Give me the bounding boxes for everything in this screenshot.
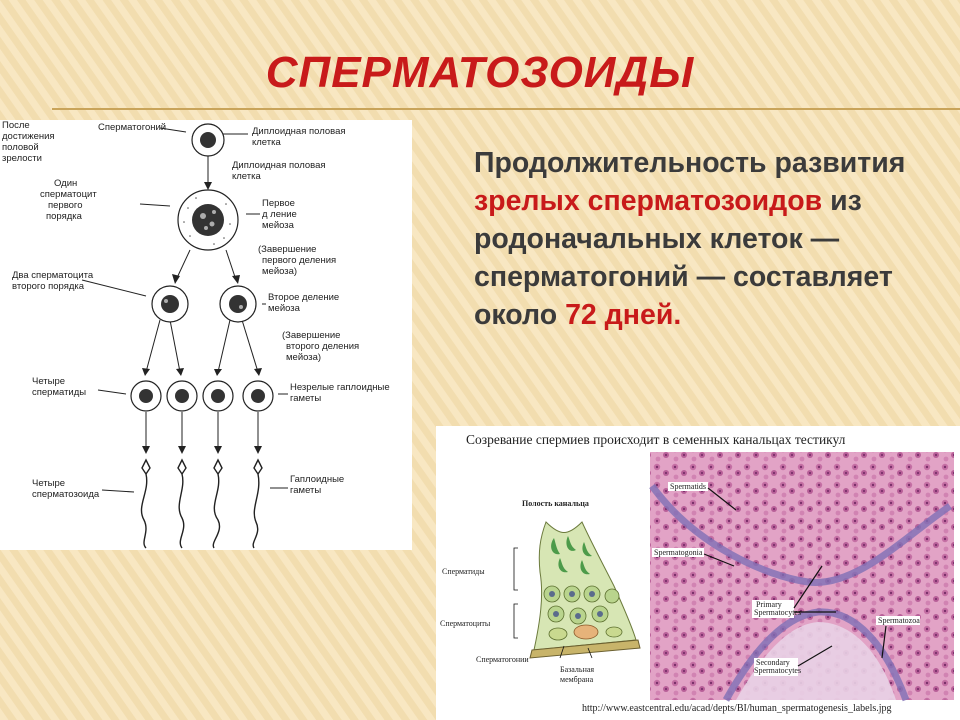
micrograph-labels bbox=[652, 482, 920, 676]
main-paragraph: Продолжительность развития зрелых сперма… bbox=[474, 144, 944, 334]
source-url: http://www.eastcentral.edu/acad/depts/BI… bbox=[582, 703, 892, 714]
spermatids-schematic-label: Сперматиды bbox=[442, 567, 485, 576]
paragraph-part-1: Продолжительность развития bbox=[474, 147, 906, 179]
paragraph-end: . bbox=[673, 299, 682, 331]
lumen-label: Полость канальца bbox=[522, 499, 589, 508]
cytoplasm-dots bbox=[183, 197, 231, 245]
micrograph-primary-label: Primary Spermatocytes bbox=[754, 600, 801, 617]
title-divider bbox=[52, 108, 960, 110]
immature-gametes-label: Незрелые гаплоидные гаметы bbox=[290, 382, 392, 404]
interstitial-space bbox=[736, 622, 896, 700]
spermatogonia-schematic-label: Сперматогонии bbox=[476, 655, 529, 664]
histology-caption: Созревание спермиев происходит в семенны… bbox=[466, 432, 846, 447]
histology-figure: Созревание спермиев происходит в семенны… bbox=[436, 426, 960, 720]
primary-spermatocyte-label: Один сперматоцит первого порядка bbox=[40, 178, 99, 222]
secondary-spermatocyte-label: Два сперматоцита второго порядка bbox=[12, 270, 96, 292]
schematic-leaders bbox=[513, 547, 593, 659]
spermatocytes-schematic-label: Сперматоциты bbox=[440, 619, 491, 628]
first-division-label: Первое д ление мейоза bbox=[262, 198, 300, 231]
spermatogonium-label: Сперматогоний bbox=[98, 122, 166, 133]
tubule-schematic bbox=[529, 521, 641, 659]
paragraph-highlight-1: зрелых сперматозоидов bbox=[474, 185, 823, 217]
paragraph-highlight-2: 72 дней bbox=[565, 299, 674, 331]
diploid-label-2: Диплоидная половая клетка bbox=[232, 160, 328, 182]
spermatozoa-drawings bbox=[140, 458, 263, 549]
side-label: После достижения половой зрелости bbox=[2, 120, 57, 164]
diploid-label-1: Диплоидная половая клетка bbox=[252, 126, 348, 148]
spermatozoa-label: Четыре сперматозоида bbox=[32, 478, 100, 500]
second-division-done-label: (Завершение второго деления мейоза) bbox=[282, 330, 362, 363]
haploid-gametes-label: Гаплоидные гаметы bbox=[290, 474, 347, 496]
first-division-done-label: (Завершение первого деления мейоза) bbox=[258, 244, 339, 277]
nucleus-texture bbox=[164, 210, 243, 309]
slide-title: СПЕРМАТОЗОИДЫ bbox=[265, 48, 695, 97]
second-division-label: Второе деление мейоза bbox=[268, 292, 342, 314]
micrograph-spermatids-label: Spermatids bbox=[670, 482, 706, 491]
spermatogenesis-diagram: После достижения половой зрелости Сперма… bbox=[0, 120, 412, 550]
basal-membrane-label: Базальная мембрана bbox=[560, 665, 596, 684]
diagram-arrows bbox=[81, 127, 288, 493]
spermatids-label: Четыре сперматиды bbox=[32, 376, 86, 398]
histology-svg: Spermatids Spermatogonia Primary Spermat… bbox=[440, 452, 954, 702]
tubule-wall-upper bbox=[649, 483, 952, 586]
micrograph-arrows bbox=[703, 487, 887, 667]
micrograph-spermatogonia-label: Spermatogonia bbox=[654, 548, 703, 557]
spermatogenesis-diagram-svg: После достижения половой зрелости Сперма… bbox=[2, 120, 392, 549]
paragraph-part-2: из родоначальных клеток — сперматогоний … bbox=[474, 185, 893, 331]
diagram-arrowheads bbox=[142, 182, 262, 454]
micrograph-spermatozoa-label: Spermatozoa bbox=[878, 616, 920, 625]
micrograph-secondary-label: Secondary Spermatocytes bbox=[754, 658, 801, 675]
